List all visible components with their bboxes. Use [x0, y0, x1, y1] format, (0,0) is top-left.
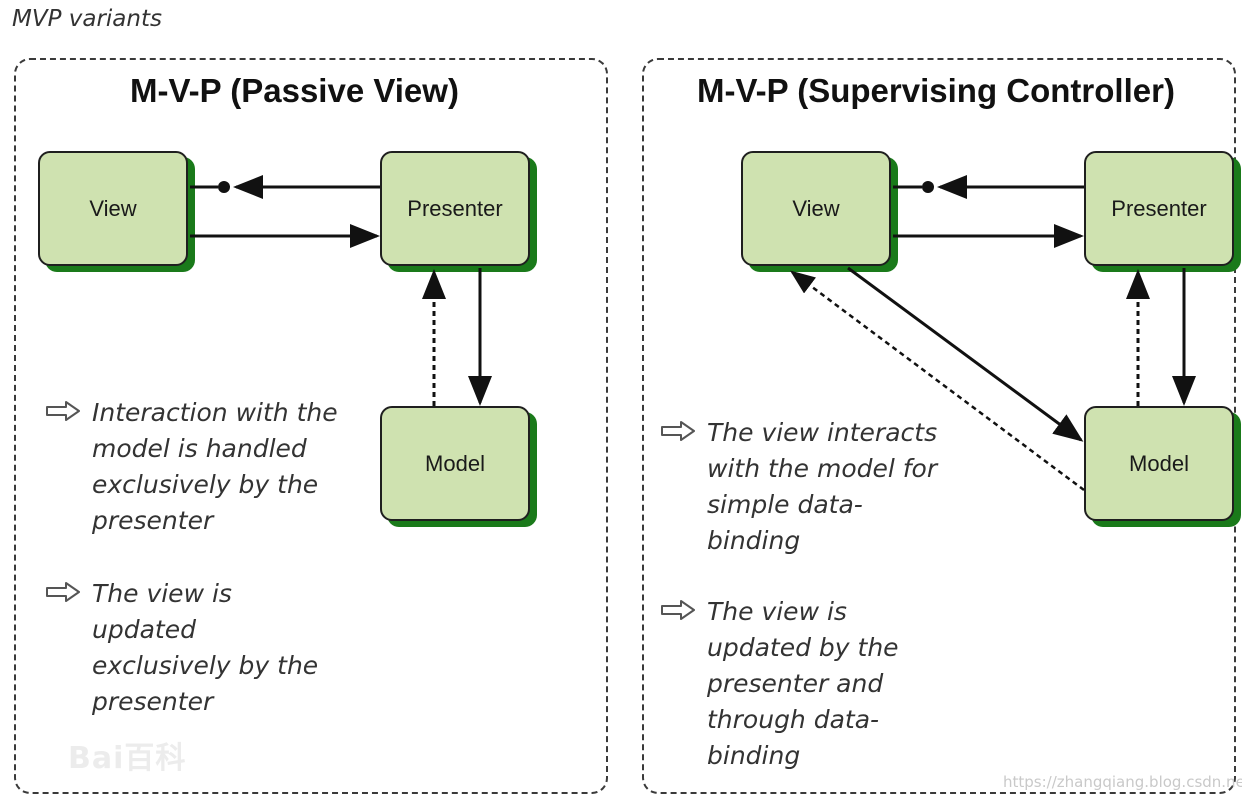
note-text: The view interacts with the model for si…: [707, 418, 938, 555]
note-supervising-1: The view interacts with the model for si…: [661, 415, 937, 559]
view-box-supervising: View: [741, 151, 891, 266]
arrow-view-to-model-supervising: [847, 266, 1084, 442]
view-label: View: [792, 195, 840, 221]
panel-passive-view: [14, 58, 608, 794]
presenter-label: Presenter: [407, 195, 503, 221]
note-passive-1: Interaction with the model is handled ex…: [46, 395, 338, 539]
note-supervising-2: The view is updated by the presenter and…: [661, 594, 899, 774]
hollow-arrow-bullet-icon: [46, 582, 80, 602]
note-passive-2: The view is updated exclusively by the p…: [46, 576, 318, 720]
csdn-url-watermark: https://zhangqiang.blog.csdn.net: [1003, 773, 1242, 791]
note-text: The view is updated by the presenter and…: [707, 597, 899, 770]
arrow-presenter-to-view-passive: [190, 175, 380, 199]
panel-title-passive-view: M-V-P (Passive View): [130, 72, 459, 109]
panel-supervising-controller: [642, 58, 1236, 794]
hollow-arrow-bullet-icon: [661, 421, 695, 441]
presenter-box-supervising: Presenter: [1084, 151, 1234, 266]
hollow-arrow-bullet-icon: [661, 600, 695, 620]
page-title: MVP variants: [12, 6, 162, 32]
model-label: Model: [1129, 450, 1189, 476]
view-label: View: [89, 195, 137, 221]
presenter-label: Presenter: [1111, 195, 1207, 221]
hollow-arrow-bullet-icon: [46, 401, 80, 421]
arrow-presenter-to-view-supervising: [893, 175, 1084, 199]
presenter-box-passive: Presenter: [380, 151, 530, 266]
model-box-passive: Model: [380, 406, 530, 521]
model-box-supervising: Model: [1084, 406, 1234, 521]
panel-title-supervising-controller: M-V-P (Supervising Controller): [697, 72, 1175, 109]
model-label: Model: [425, 450, 485, 476]
baidu-watermark: Bai百科: [68, 741, 187, 776]
note-text: The view is updated exclusively by the p…: [92, 579, 319, 716]
arrow-model-to-view-dashed-supervising: [789, 270, 1085, 492]
note-text: Interaction with the model is handled ex…: [92, 398, 338, 535]
view-box-passive: View: [38, 151, 188, 266]
